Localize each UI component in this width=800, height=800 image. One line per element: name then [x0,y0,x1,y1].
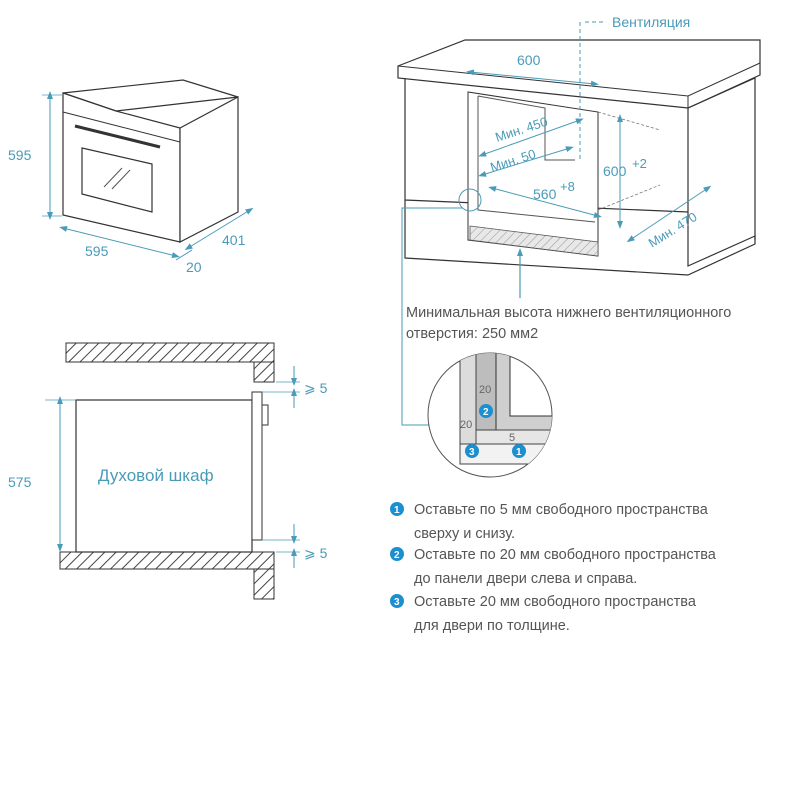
notes-list: 1 Оставьте по 5 мм свободного пространст… [390,502,717,634]
gap-top-label: ⩾ 5 [304,380,328,396]
note-1: 1 Оставьте по 5 мм свободного пространст… [390,502,709,542]
note-2-number: 2 [394,550,400,561]
note-3: 3 Оставьте 20 мм свободного пространства… [390,594,697,634]
detail-marker-3-label: 3 [469,447,475,458]
note-1-number: 1 [394,505,400,516]
vent-note-line1: Минимальная высота нижнего вентиляционно… [406,305,731,321]
gap-bottom-label: ⩾ 5 [304,545,328,561]
note-2-line2: до панели двери слева и справа. [414,571,637,587]
detail-marker-3 [465,444,479,458]
cabinet-width-label: 600 [517,52,541,68]
detail-marker-1-label: 1 [516,447,522,458]
note-1-line1: Оставьте по 5 мм свободного пространства [414,502,709,518]
oven-height-label: 595 [8,147,32,163]
oven-depth-label: 401 [222,232,246,248]
niche-height-label: 600 [603,163,627,179]
min-470-label: Мин. 470 [646,209,700,250]
note-3-line1: Оставьте 20 мм свободного пространства [414,594,697,610]
detail-20-top: 20 [479,384,491,396]
oven-3d-view: 595 595 401 20 [8,79,254,275]
niche-height-tolerance: +2 [632,156,647,171]
detail-20-left: 20 [460,419,472,431]
detail-marker-2 [479,404,493,418]
oven-box-label: Духовой шкаф [98,466,214,485]
detail-5: 5 [509,432,515,444]
vent-note-line2: отверстия: 250 мм2 [406,326,538,342]
note-1-line2: сверху и снизу. [414,526,515,542]
note-3-line2: для двери по толщине. [414,618,570,634]
detail-magnified-view: 20 20 5 2 1 3 [427,352,553,478]
cabinet-3d-view: Вентиляция 600 Мин. 450 Мин. 50 600 +2 5… [397,14,761,426]
note-3-number: 3 [394,597,400,608]
side-section-view: Духовой шкаф 575 ⩾ 5 ⩾ 5 [8,342,328,600]
detail-marker-2-label: 2 [483,407,489,418]
niche-width-tolerance: +8 [560,179,575,194]
note-2: 2 Оставьте по 20 мм свободного пространс… [390,547,717,587]
ventilation-label: Вентиляция [612,14,690,30]
oven-width-label: 595 [85,243,109,259]
oven-door-label: 20 [186,259,202,275]
niche-width-label: 560 [533,186,557,202]
note-2-line1: Оставьте по 20 мм свободного пространств… [414,547,717,563]
detail-marker-1 [512,444,526,458]
oven-side-height-label: 575 [8,474,32,490]
